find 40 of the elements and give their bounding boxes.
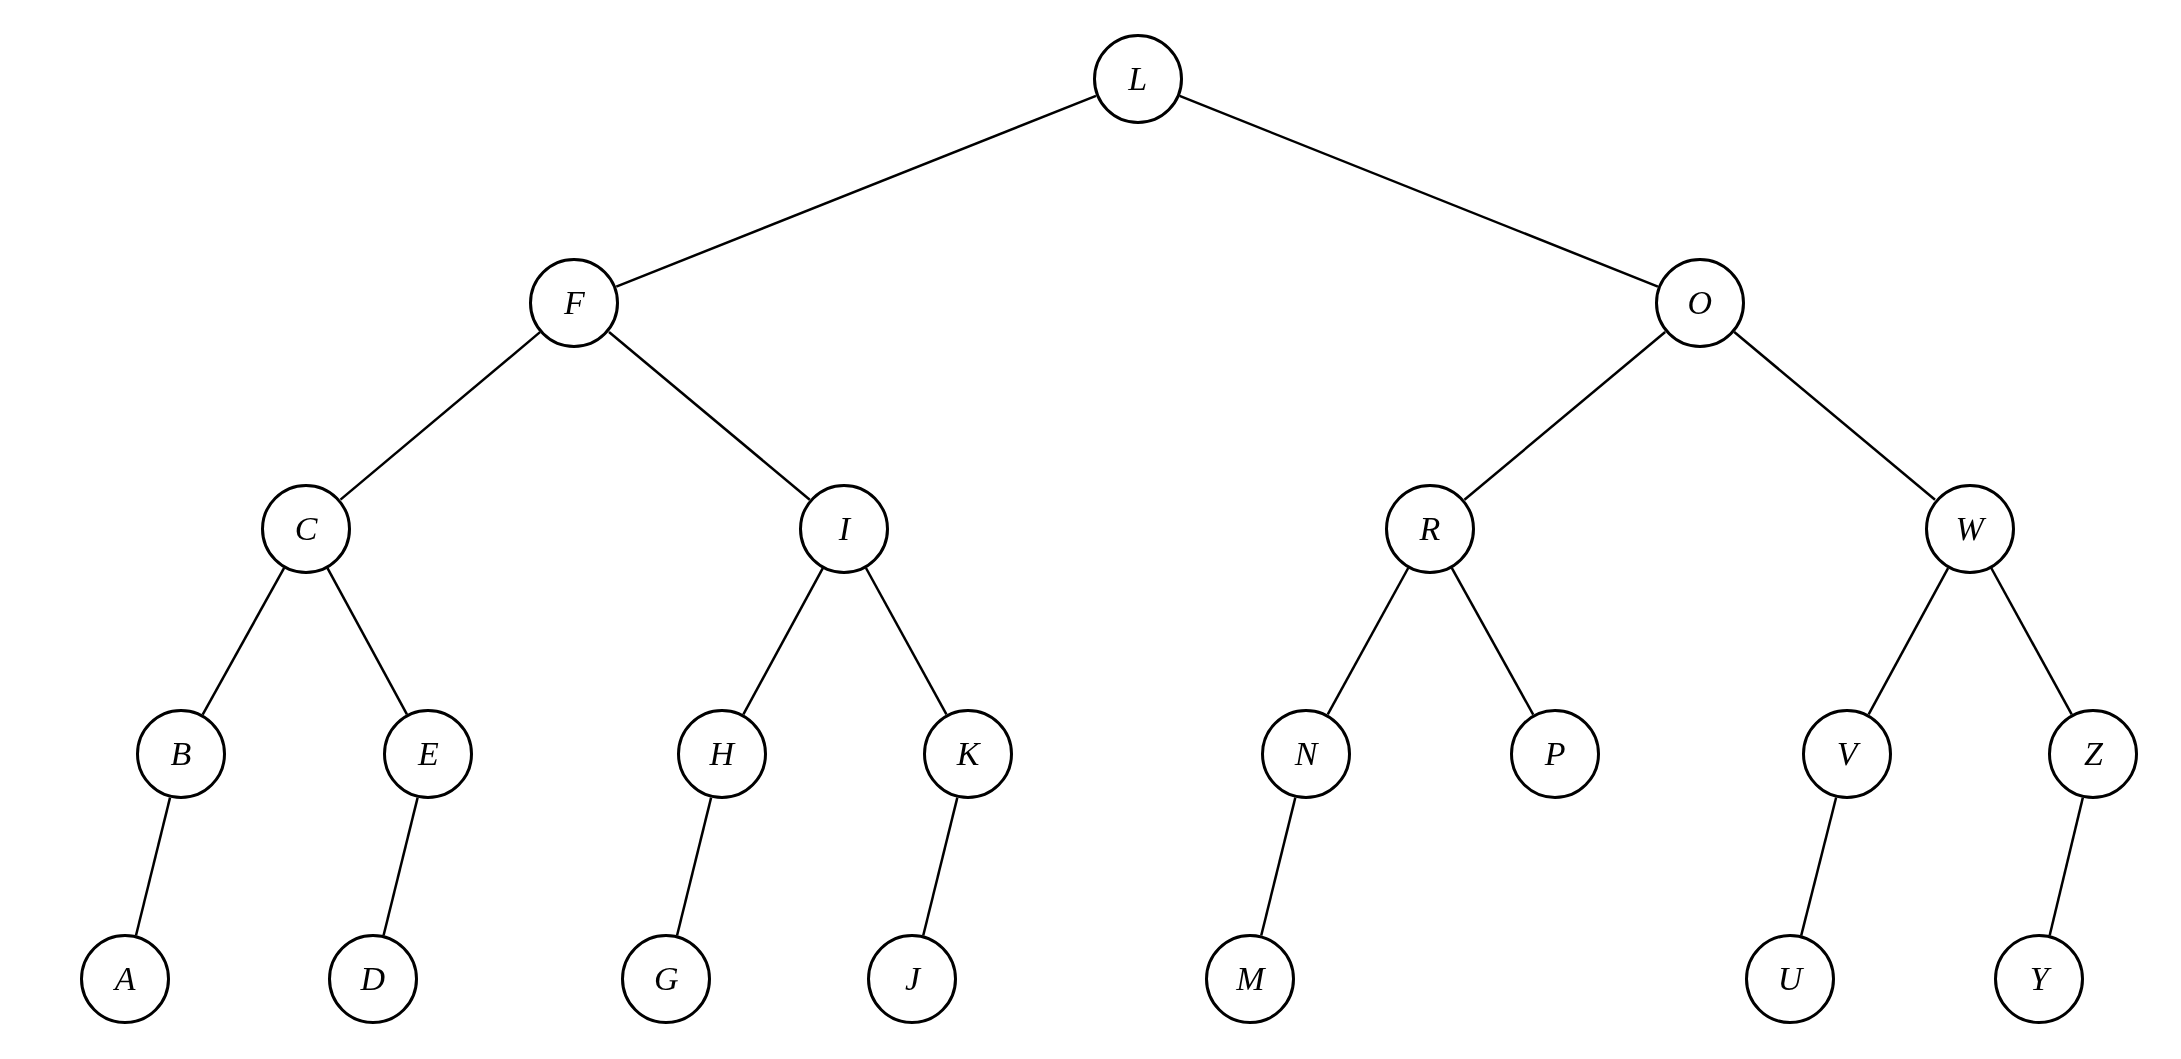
- tree-edge: [1733, 331, 1936, 501]
- tree-edge: [134, 797, 172, 936]
- tree-edge: [1867, 567, 1950, 715]
- tree-edge: [742, 567, 824, 715]
- node-letter: F: [564, 284, 585, 323]
- node-letter: D: [360, 960, 386, 999]
- node-letter: R: [1419, 509, 1441, 548]
- node-letter: N: [1294, 734, 1318, 773]
- node-letter: A: [114, 960, 136, 999]
- tree-edge: [922, 797, 959, 936]
- tree-edge: [864, 567, 948, 716]
- node-letter: J: [904, 960, 920, 999]
- tree-edge: [201, 567, 286, 716]
- tree-edge: [1799, 797, 1838, 936]
- node-letter: K: [956, 734, 980, 773]
- tree-edge: [326, 567, 409, 715]
- tree-edge: [615, 94, 1097, 288]
- node-letter: E: [418, 734, 439, 773]
- node-letter: Z: [2083, 734, 2103, 773]
- tree-edge: [1463, 331, 1666, 501]
- node-letter: G: [653, 960, 679, 999]
- tree-edge: [1990, 567, 2073, 716]
- tree-edge: [675, 797, 713, 936]
- node-letter: P: [1544, 734, 1566, 773]
- node-letter: L: [1128, 60, 1148, 99]
- tree-edge: [1179, 94, 1659, 288]
- node-letter: O: [1687, 284, 1712, 323]
- tree-edge: [382, 797, 419, 936]
- tree-edge: [339, 331, 541, 501]
- tree-edge: [1260, 797, 1297, 936]
- node-letter: M: [1236, 960, 1265, 999]
- node-letter: I: [838, 509, 850, 548]
- node-letter: U: [1777, 960, 1803, 999]
- tree-edge: [608, 331, 811, 501]
- node-letter: C: [294, 509, 318, 548]
- node-letter: H: [709, 734, 735, 773]
- tree-edge: [1450, 567, 1535, 716]
- tree-edge: [2048, 797, 2085, 936]
- node-letter: B: [170, 734, 192, 773]
- tree-edge: [1326, 567, 1410, 716]
